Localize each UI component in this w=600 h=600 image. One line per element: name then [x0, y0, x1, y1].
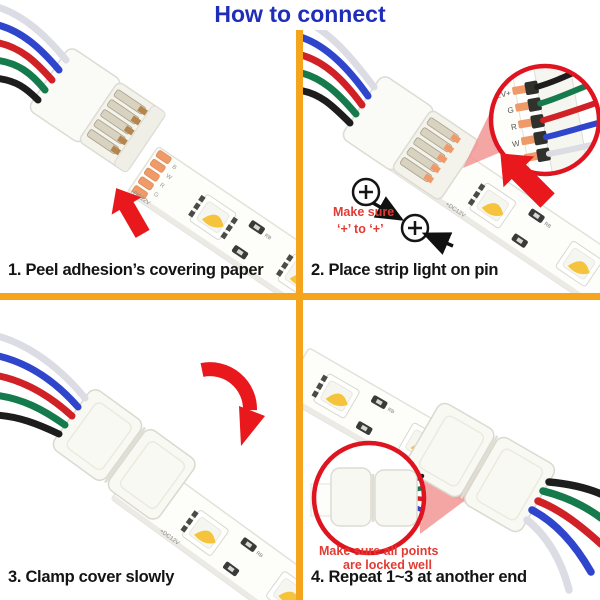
strip-connector	[342, 76, 478, 200]
step-2-caption: 2. Place strip light on pin	[311, 261, 499, 279]
pin-label: G	[507, 105, 515, 115]
strip-connector	[52, 389, 196, 520]
led-module	[555, 241, 600, 287]
pin-label: W	[164, 173, 172, 181]
vertical-divider	[296, 0, 303, 600]
note-make-sure-plus-line2: ‘+’ to ‘+’	[337, 222, 384, 236]
component-label: RB	[543, 221, 553, 230]
led-module	[180, 510, 229, 556]
pin-label: B	[171, 164, 178, 171]
page-title: How to connect	[206, 0, 394, 30]
pin-label: G	[152, 192, 160, 200]
step-3-panel: +DC12V RB	[0, 300, 297, 600]
step-2-photo: +DC12V RB	[303, 16, 600, 293]
five-wire-cable	[0, 333, 89, 438]
resistors: RB	[231, 220, 273, 260]
step-4-photo: RB	[303, 348, 600, 594]
step-4-caption: 4. Repeat 1~3 at another end	[311, 568, 527, 586]
led-module	[467, 182, 516, 229]
five-wire-cable	[523, 478, 600, 594]
step-1-caption: 1. Peel adhesion’s covering paper	[8, 261, 264, 279]
magnifier-circle	[310, 440, 427, 556]
strip-connector	[29, 48, 166, 173]
led-module	[188, 194, 238, 240]
component-label: RB	[255, 550, 265, 559]
step-4-panel: RB	[303, 300, 600, 600]
led-module	[266, 571, 297, 600]
pin-label: R	[510, 122, 517, 132]
led-strip: +DC12V RB	[111, 454, 297, 600]
resistors: RB	[511, 208, 553, 248]
pin-label: W	[511, 139, 520, 149]
note-locked-well-line1: Make sure all points	[319, 544, 439, 558]
five-wire-cable	[303, 16, 378, 127]
pin-contacts	[512, 80, 551, 162]
step-1-panel: B W R G +DC12V RB	[0, 0, 297, 293]
note-make-sure-plus-line1: Make sure	[333, 205, 395, 219]
five-wire-cable	[0, 4, 70, 104]
magnifier-circle: 12V+ G R W B	[482, 57, 600, 183]
note-locked-well-line2: are locked well	[343, 558, 432, 572]
led-module	[311, 373, 360, 419]
red-arrow-icon	[500, 153, 555, 208]
component-label: RB	[263, 233, 273, 242]
resistors: RB	[356, 395, 396, 435]
red-arrow-icon	[111, 188, 150, 238]
led-module	[275, 253, 297, 293]
rotate-arrow-icon	[200, 362, 265, 446]
pin-label: R	[158, 182, 166, 190]
step-2-panel: +DC12V RB	[303, 0, 600, 293]
step-3-caption: 3. Clamp cover slowly	[8, 568, 175, 586]
step-3-photo: +DC12V RB	[0, 333, 297, 600]
copper-pads	[132, 150, 172, 200]
horizontal-divider	[0, 293, 600, 300]
step-1-photo: B W R G +DC12V RB	[0, 4, 297, 293]
black-arrow-icon	[372, 196, 405, 221]
led-strip: B W R G +DC12V RB	[126, 146, 297, 293]
plus-circle-icon	[400, 213, 430, 243]
component-label: RB	[386, 407, 396, 416]
connector-pins	[86, 89, 148, 156]
black-arrow-icon	[421, 232, 454, 255]
plus-circle-icon	[351, 177, 381, 207]
resistors: RB	[223, 537, 265, 577]
connector-pins	[399, 117, 461, 184]
